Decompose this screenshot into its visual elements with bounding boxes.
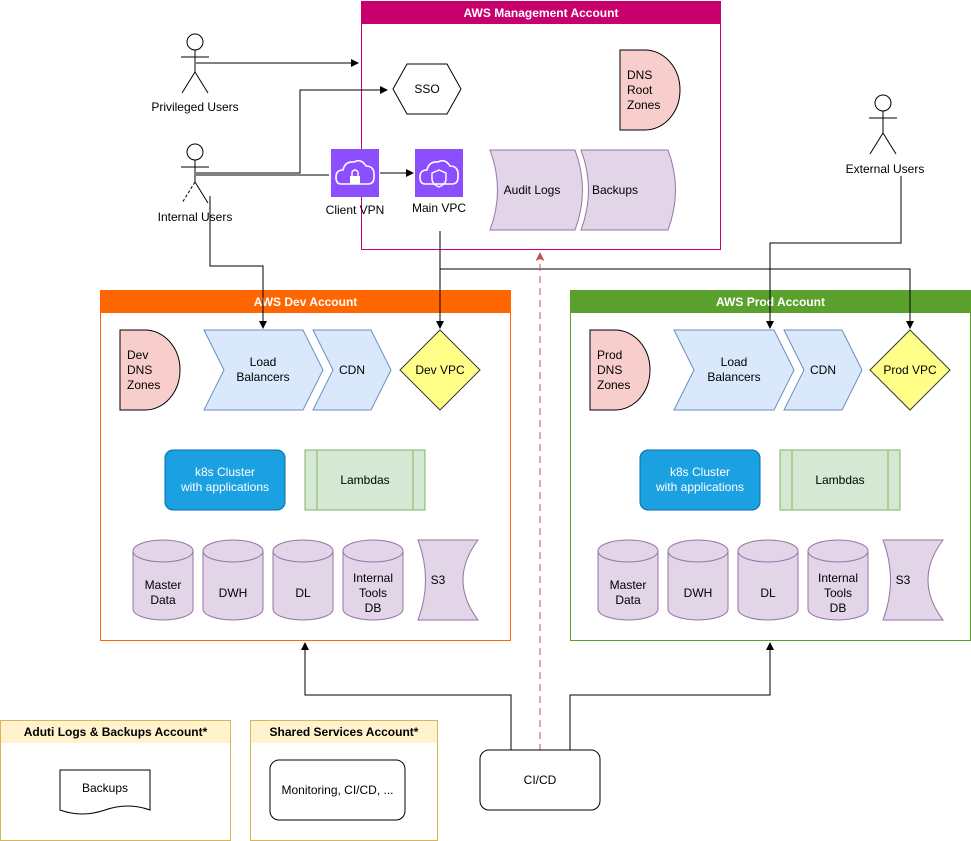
edge-mainvpc-to-prodvpc [440, 268, 914, 329]
dev-dwh-label: DWH [218, 585, 248, 600]
prod-load-balancers-label[interactable]: Load Balancers [707, 355, 761, 384]
prod-internal-tools-cylinder [807, 539, 869, 621]
dev-load-balancers-shape [203, 329, 324, 411]
shared-services-account: Shared Services Account* [250, 720, 438, 841]
prod-s3-shape [882, 539, 944, 621]
dev-dl-cylinder [272, 539, 334, 621]
external-users-icon [869, 94, 897, 155]
dev-cdn-label[interactable]: CDN [339, 362, 365, 377]
edge-internal-to-sso [196, 86, 388, 174]
prod-cdn-shape [783, 329, 863, 411]
prod-cdn-label[interactable]: CDN [810, 362, 836, 377]
dev-dns-zones-label: Dev DNS Zones [127, 348, 161, 392]
dev-dns-zones-shape [119, 329, 181, 411]
prod-vpc-diamond-shape [869, 329, 951, 411]
edge-internal-to-dev-lb [209, 196, 267, 329]
client-vpn-label: Client VPN [325, 203, 385, 217]
mgmt-account-title: AWS Management Account [362, 2, 720, 24]
dns-root-zones-shape [619, 49, 681, 131]
backups-mgmt-label: Backups [591, 182, 639, 197]
dev-internal-tools-label: Internal Tools DB [352, 570, 394, 615]
prod-master-data-cylinder [597, 539, 659, 621]
prod-vpc-label[interactable]: Prod VPC [883, 362, 937, 377]
prod-dl-label: DL [760, 585, 776, 600]
monitoring-box-shape [269, 759, 406, 821]
dev-cdn-shape [312, 329, 392, 411]
external-users-label: External Users [845, 162, 925, 176]
prod-s3-label: S3 [895, 572, 911, 587]
sso-hexagon-shape [392, 63, 462, 115]
sso-label[interactable]: SSO [414, 81, 440, 96]
cicd-box-shape [479, 749, 601, 811]
edge-cicd-to-prod [569, 642, 774, 751]
prod-load-balancers-shape [673, 329, 795, 411]
audit-logs-shape [489, 149, 583, 231]
cicd-label[interactable]: CI/CD [523, 772, 557, 787]
prod-k8s-cluster-shape [639, 449, 761, 511]
main-vpc-label: Main VPC [411, 201, 467, 215]
prod-dwh-label: DWH [683, 585, 713, 600]
dev-load-balancers-label[interactable]: Load Balancers [236, 355, 290, 384]
client-vpn-icon [331, 149, 379, 197]
aws-dev-account: AWS Dev Account [100, 290, 511, 641]
prod-dwh-cylinder [667, 539, 729, 621]
internal-users-label: Internal Users [157, 210, 233, 224]
privileged-users-label: Privileged Users [151, 100, 239, 114]
audit-backups-document-shape [59, 769, 151, 815]
prod-dns-zones-label: Prod DNS Zones [597, 348, 631, 392]
edge-external-to-prod-lb [766, 176, 902, 329]
dev-lambdas-shape [304, 449, 426, 511]
dev-master-data-label: Master Data [144, 578, 182, 607]
dev-k8s-cluster-shape [164, 449, 286, 511]
edge-cicd-to-dev [301, 642, 512, 751]
prod-master-data-label: Master Data [609, 578, 647, 607]
dev-lambdas-label[interactable]: Lambdas [340, 472, 390, 487]
main-vpc-icon [415, 149, 463, 197]
dev-vpc-label[interactable]: Dev VPC [415, 362, 465, 377]
internal-users-icon [181, 143, 209, 204]
dev-s3-shape [417, 539, 479, 621]
dev-dwh-cylinder [202, 539, 264, 621]
audit-account-title: Aduti Logs & Backups Account* [1, 721, 230, 743]
aws-management-account: AWS Management Account [361, 1, 721, 250]
monitoring-cicd-label[interactable]: Monitoring, CI/CD, ... [281, 782, 394, 797]
dev-account-title: AWS Dev Account [101, 291, 510, 313]
prod-dl-cylinder [737, 539, 799, 621]
prod-k8s-cluster-label[interactable]: k8s Cluster with applications [655, 465, 745, 494]
dev-k8s-cluster-label[interactable]: k8s Cluster with applications [180, 465, 270, 494]
dns-root-zones-label: DNS Root Zones [627, 68, 661, 112]
privileged-users-icon [181, 33, 209, 94]
shared-account-title: Shared Services Account* [251, 721, 437, 743]
prod-lambdas-label[interactable]: Lambdas [815, 472, 865, 487]
dev-dl-label: DL [295, 585, 311, 600]
dev-s3-label: S3 [430, 572, 446, 587]
audit-backups-label: Backups [81, 780, 129, 795]
backups-mgmt-shape [580, 149, 676, 231]
dev-master-data-cylinder [132, 539, 194, 621]
prod-dns-zones-shape [589, 329, 651, 411]
dev-vpc-diamond-shape [399, 329, 481, 411]
dev-internal-tools-cylinder [342, 539, 404, 621]
prod-internal-tools-label: Internal Tools DB [817, 570, 859, 615]
prod-lambdas-shape [779, 449, 901, 511]
audit-logs-label: Audit Logs [503, 182, 561, 197]
